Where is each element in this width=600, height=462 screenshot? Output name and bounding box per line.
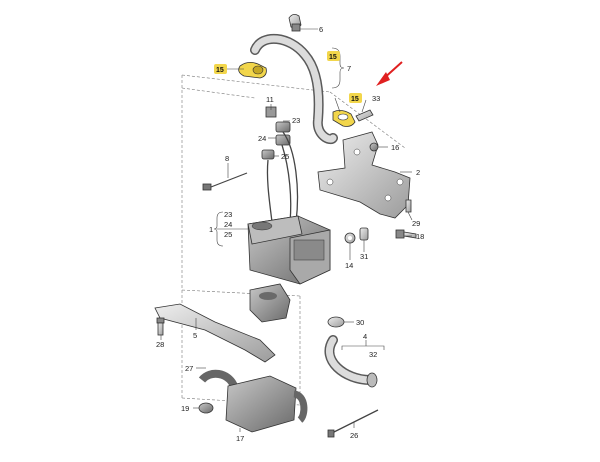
label-25-b: 25: [224, 230, 232, 239]
label-27: 27: [185, 364, 193, 373]
badge-15-a: [214, 64, 227, 74]
clamp-15-left-part: [238, 62, 267, 79]
label-6: 6: [319, 25, 323, 34]
label-17: 17: [236, 434, 244, 443]
sleeve-31-part: [359, 227, 369, 241]
bolt-29-part: [405, 199, 412, 213]
label-5: 5: [193, 331, 197, 340]
badge-15-b: [327, 51, 340, 61]
silencer-17-part: [198, 369, 308, 433]
label-19: 19: [181, 404, 189, 413]
assembly-frame: [181, 74, 406, 406]
hose-4-part: [324, 335, 378, 388]
label-16: 16: [391, 143, 399, 152]
bolt-28-part: [156, 317, 165, 336]
label-24-b: 24: [224, 220, 232, 229]
label-26: 26: [350, 431, 358, 440]
leader-lines: [160, 28, 413, 432]
label-15-c: 15: [351, 96, 359, 103]
label-30: 30: [356, 318, 364, 327]
grommet-19-part: [198, 402, 214, 414]
label-25-a: 25: [281, 152, 289, 161]
label-23-b: 23: [224, 210, 232, 219]
label-15-a: 15: [216, 67, 224, 74]
label-14: 14: [345, 261, 353, 270]
hose-clamp-part: [288, 14, 302, 32]
grommet-14-part: [344, 232, 356, 244]
label-4: 4: [363, 332, 367, 341]
label-18: 18: [416, 232, 424, 241]
label-8: 8: [225, 154, 229, 163]
clamp-15-right-part: [332, 110, 356, 127]
highlight-badges: [214, 51, 362, 103]
connector-group-upper: [261, 121, 291, 160]
red-arrow-indicator: [376, 61, 403, 86]
bracket-5-part: [154, 303, 276, 363]
wiring-harness: [266, 131, 299, 223]
label-32: 32: [369, 350, 377, 359]
label-24-a: 24: [258, 134, 266, 143]
label-29: 29: [412, 219, 420, 228]
label-31: 31: [360, 252, 368, 261]
label-1: 1: [209, 225, 213, 234]
bolt-18-part: [395, 229, 417, 239]
circulation-pump-part: [249, 283, 291, 323]
label-2: 2: [416, 168, 420, 177]
sensor-8-part: [202, 172, 248, 191]
label-7: 7: [347, 64, 351, 73]
heater-unit-part: [247, 215, 331, 285]
label-15-b: 15: [329, 54, 337, 61]
part-labels: 6 7 15 15 15 33 11 23 24 25 8 16 2 29 18…: [156, 25, 424, 443]
label-33: 33: [372, 94, 380, 103]
coolant-hose-part: [250, 33, 338, 144]
bolt-33-part: [355, 109, 374, 122]
label-28: 28: [156, 340, 164, 349]
clamp-30-part: [327, 316, 345, 328]
label-11: 11: [266, 95, 274, 104]
nut-16-part: [369, 142, 379, 152]
label-23-a: 23: [292, 116, 300, 125]
badge-15-c: [349, 93, 362, 103]
